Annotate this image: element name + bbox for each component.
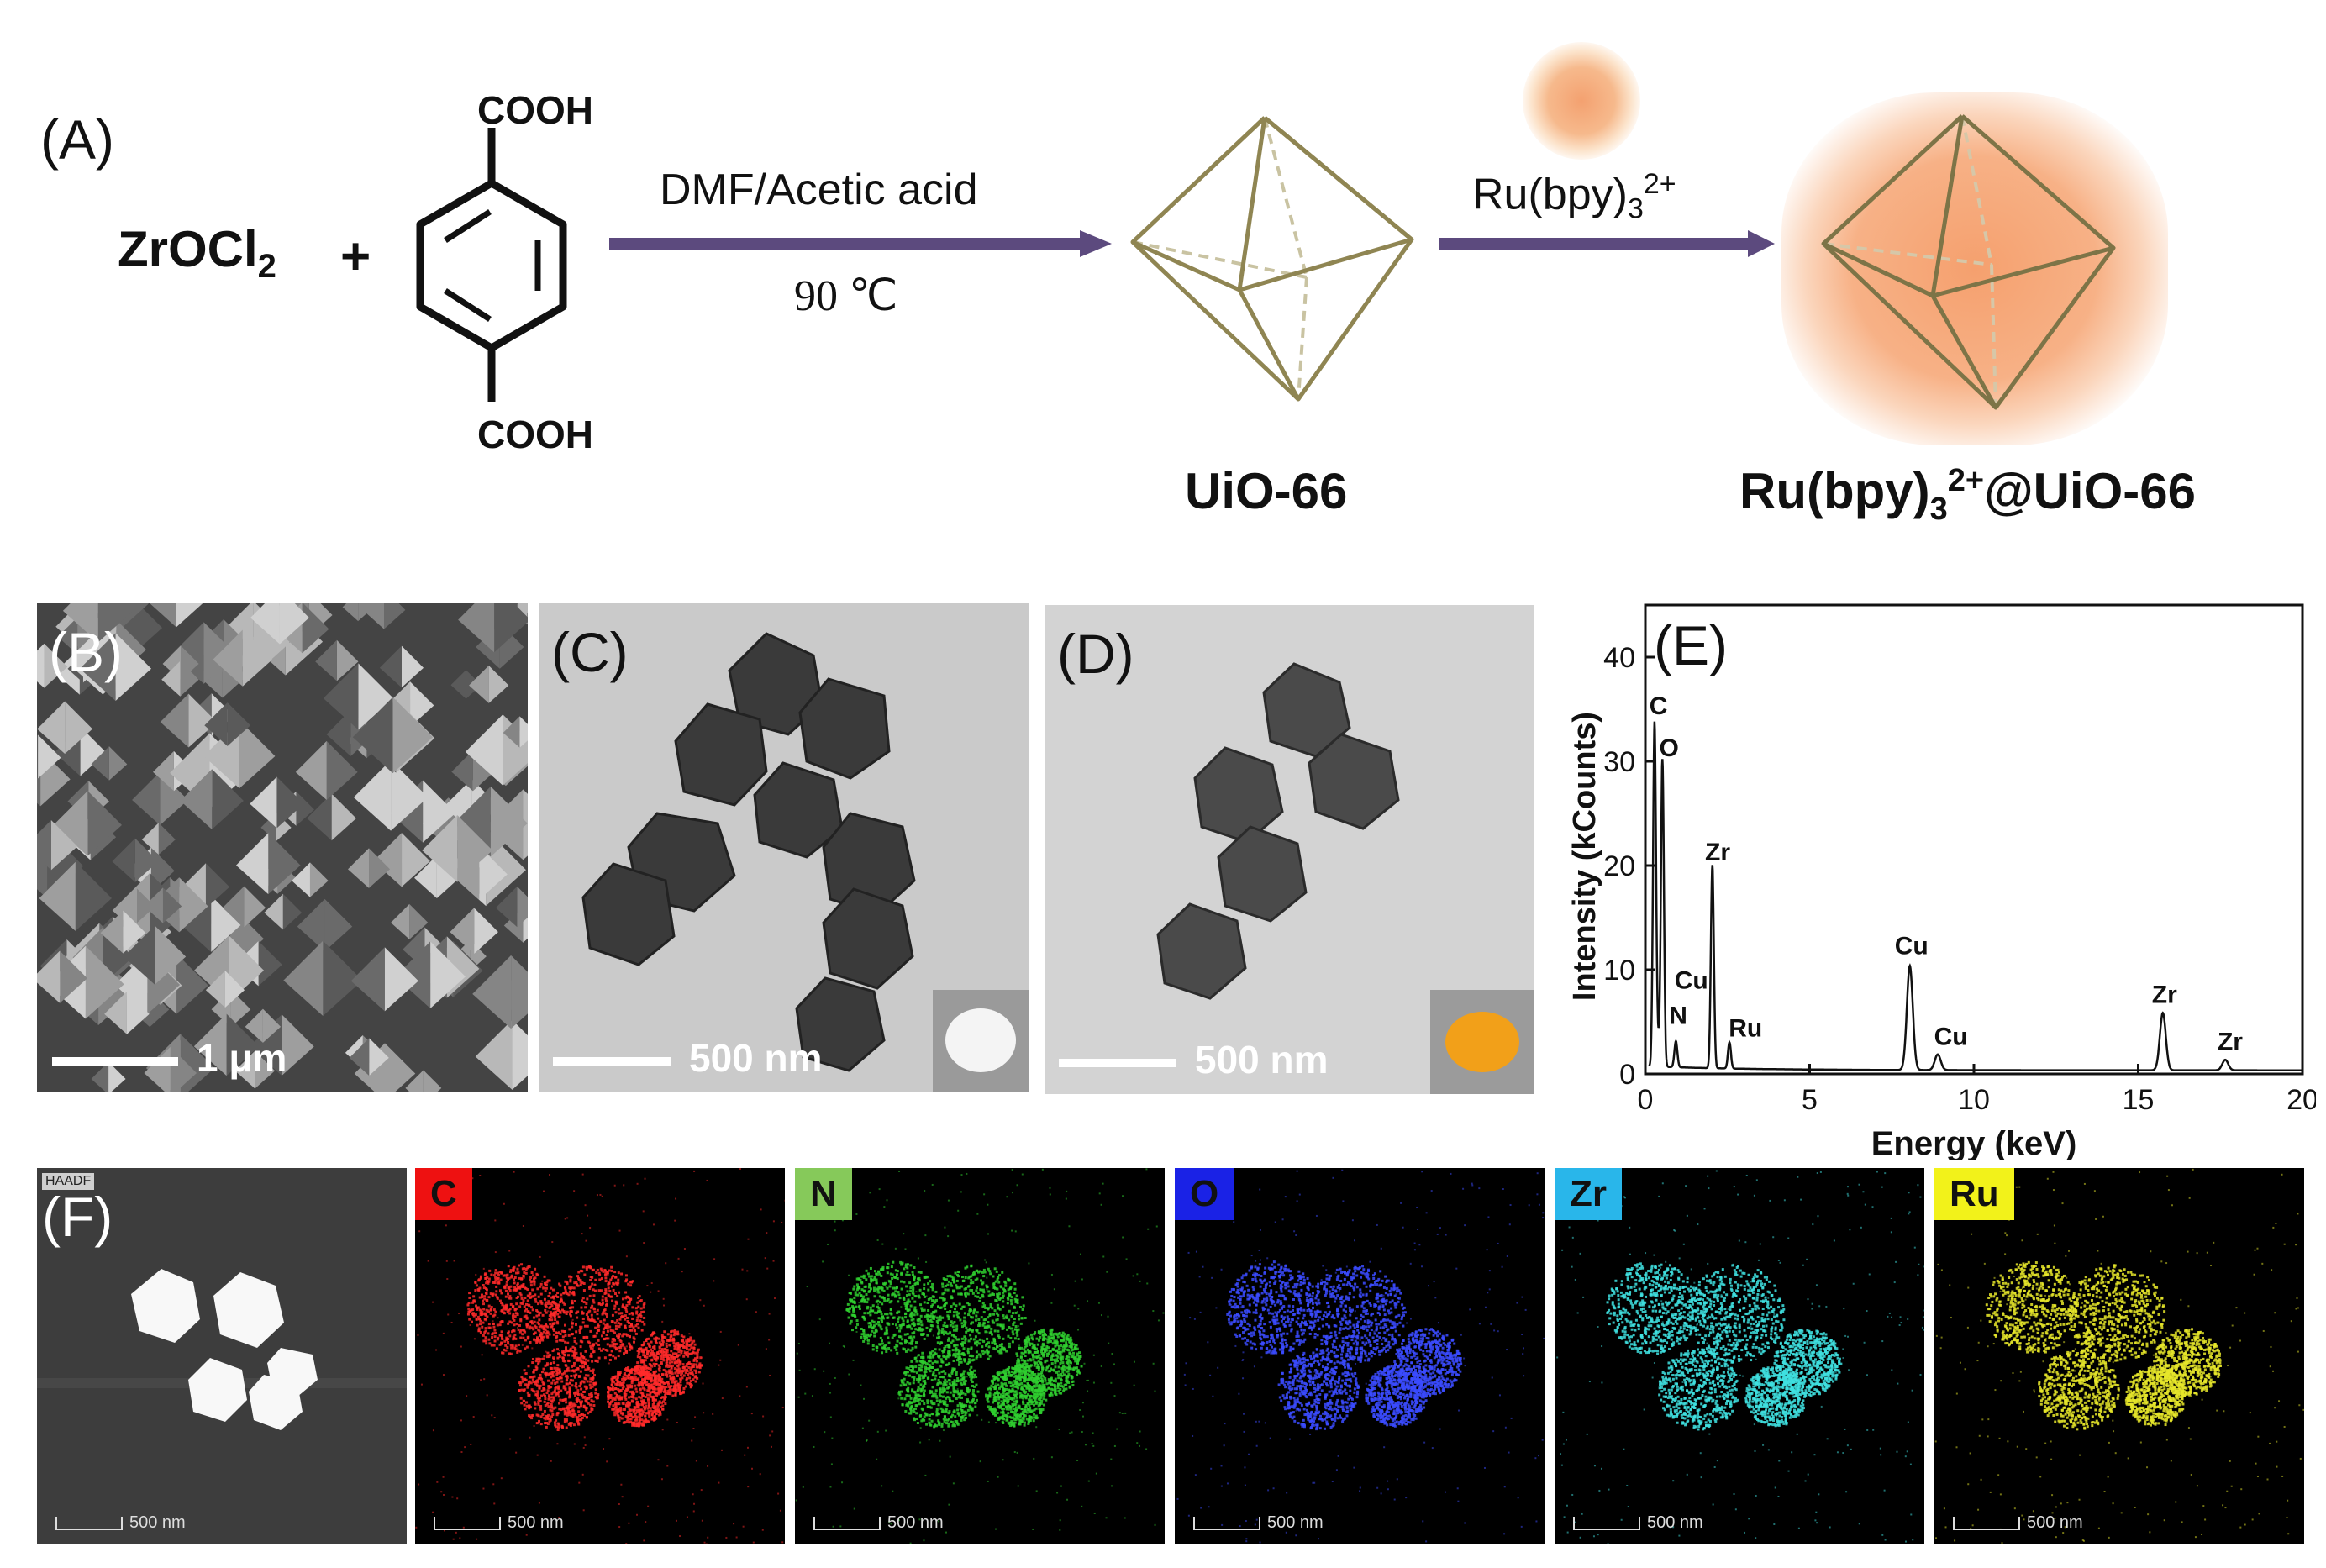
- map-scale: 500 nm: [434, 1513, 564, 1533]
- condition-solvent: DMF/Acetic acid: [660, 166, 978, 214]
- tem-image-panel-d: (D) 500 nm: [1045, 605, 1534, 1094]
- panel-b-label: (B): [49, 621, 123, 683]
- haadf-tag: HAADF: [42, 1173, 95, 1190]
- element-map-zr: Zr 500 nm: [1555, 1168, 1924, 1544]
- ru-reagent-charge: 2+: [1643, 168, 1676, 200]
- synthesis-arrow: [609, 230, 1112, 257]
- ru-complex-sphere: [1523, 42, 1640, 160]
- product-text: Ru(bpy): [1739, 463, 1930, 519]
- cooh-top: COOH: [477, 88, 593, 132]
- tem-image-panel-c: (C) 500 nm: [539, 603, 1029, 1092]
- plus-sign: +: [340, 228, 371, 286]
- map-scale: 500 nm: [1193, 1513, 1324, 1533]
- element-tag: Ru: [1934, 1168, 2014, 1220]
- zrocl2-formula: ZrOCl2: [118, 220, 276, 286]
- map-scale-label: 500 nm: [1647, 1513, 1703, 1532]
- element-tag: O: [1175, 1168, 1234, 1220]
- haadf-scale-label: 500 nm: [129, 1513, 186, 1532]
- map-scale-label: 500 nm: [887, 1513, 944, 1532]
- product-octahedron: [1821, 114, 2116, 410]
- product-charge: 2+: [1947, 463, 1985, 498]
- panel-c-label: (C): [551, 621, 629, 683]
- haadf-scale: 500 nm: [55, 1513, 186, 1533]
- peak-label: Zr: [2218, 1028, 2243, 1055]
- element-map-dots: [1175, 1168, 1545, 1544]
- element-map-c: C 500 nm: [415, 1168, 785, 1544]
- y-tick-label: 30: [1603, 746, 1635, 778]
- panel-c-scale-bar: [553, 1057, 671, 1066]
- panel-f-label: (F): [42, 1186, 113, 1248]
- peak-label: Cu: [1675, 966, 1708, 994]
- peak-label: O: [1659, 734, 1678, 762]
- y-tick-label: 0: [1619, 1059, 1635, 1091]
- ru-reagent-text: Ru(bpy): [1472, 170, 1628, 219]
- x-tick-label: 5: [1802, 1084, 1818, 1116]
- peak-label: Cu: [1895, 932, 1929, 960]
- element-map-n: N 500 nm: [795, 1168, 1165, 1544]
- y-tick-label: 20: [1603, 850, 1635, 882]
- peak-label: Zr: [2152, 981, 2177, 1009]
- sem-crystals: [37, 603, 528, 1092]
- peak-label: Zr: [1705, 839, 1730, 866]
- element-map-o: O 500 nm: [1175, 1168, 1545, 1544]
- x-tick-label: 20: [2287, 1084, 2316, 1116]
- map-scale-label: 500 nm: [1267, 1513, 1324, 1532]
- map-scale: 500 nm: [1573, 1513, 1703, 1533]
- x-tick-label: 15: [2123, 1084, 2155, 1116]
- y-tick-label: 40: [1603, 642, 1635, 674]
- element-map-dots: [795, 1168, 1165, 1544]
- zrocl2-text: ZrOCl: [118, 221, 258, 277]
- panel-b-scale-label: 1 μm: [197, 1036, 287, 1080]
- y-axis-label: Intensity (kCounts): [1567, 712, 1602, 1001]
- x-tick-label: 10: [1958, 1084, 1990, 1116]
- condition-temperature: 90 ℃: [794, 272, 898, 320]
- x-tick-label: 0: [1638, 1084, 1654, 1116]
- panel-c-scale-label: 500 nm: [689, 1036, 823, 1080]
- element-map-dots: [1934, 1168, 2304, 1544]
- spectrum-line: [1648, 721, 2302, 1071]
- zrocl2-subscript: 2: [257, 248, 276, 285]
- panel-b-scale-bar: [52, 1057, 178, 1066]
- sem-image-panel-b: (B) 1 μm: [37, 603, 528, 1092]
- tem-particles-d: [1045, 605, 1534, 1094]
- element-map-ru: Ru 500 nm: [1934, 1168, 2304, 1544]
- uio66-label: UiO-66: [1185, 463, 1348, 519]
- element-map-dots: [415, 1168, 785, 1544]
- element-tag: C: [415, 1168, 472, 1220]
- tem-particles-c: [539, 603, 1029, 1092]
- product-subscript: 3: [1929, 492, 1948, 527]
- product-suffix: @UiO-66: [1984, 463, 2196, 519]
- chart-frame: [1644, 603, 2304, 1076]
- peak-label: Ru: [1729, 1014, 1762, 1042]
- terephthalic-acid-structure: [416, 128, 567, 402]
- panel-a-label: (A): [40, 108, 114, 171]
- loading-arrow: [1439, 230, 1775, 257]
- product-label: Ru(bpy)32+@UiO-66: [1739, 462, 2196, 528]
- element-map-dots: [1555, 1168, 1924, 1544]
- haadf-image: HAADF (F) 500 nm: [37, 1168, 407, 1544]
- element-tag: Zr: [1555, 1168, 1622, 1220]
- cooh-bottom: COOH: [477, 413, 593, 456]
- map-scale: 500 nm: [813, 1513, 944, 1533]
- panel-d-scale-label: 500 nm: [1195, 1038, 1329, 1081]
- peak-label: Cu: [1934, 1023, 1968, 1050]
- map-scale-label: 500 nm: [2027, 1513, 2083, 1532]
- map-scale: 500 nm: [1953, 1513, 2083, 1533]
- x-axis-label: Energy (keV): [1871, 1125, 2077, 1160]
- element-tag: N: [795, 1168, 852, 1220]
- map-scale-label: 500 nm: [508, 1513, 564, 1532]
- haadf-particles: [37, 1168, 407, 1544]
- y-tick-label: 10: [1603, 955, 1635, 987]
- ru-reagent-subscript: 3: [1627, 192, 1644, 225]
- panel-d-scale-bar: [1059, 1059, 1176, 1067]
- uio66-octahedron: [1130, 116, 1414, 402]
- ru-reagent-label: Ru(bpy)32+: [1472, 168, 1676, 226]
- panel-d-label: (D): [1057, 623, 1134, 685]
- panel-e-label: (E): [1654, 614, 1728, 676]
- peak-label: N: [1669, 1002, 1687, 1029]
- peak-label: C: [1650, 692, 1668, 720]
